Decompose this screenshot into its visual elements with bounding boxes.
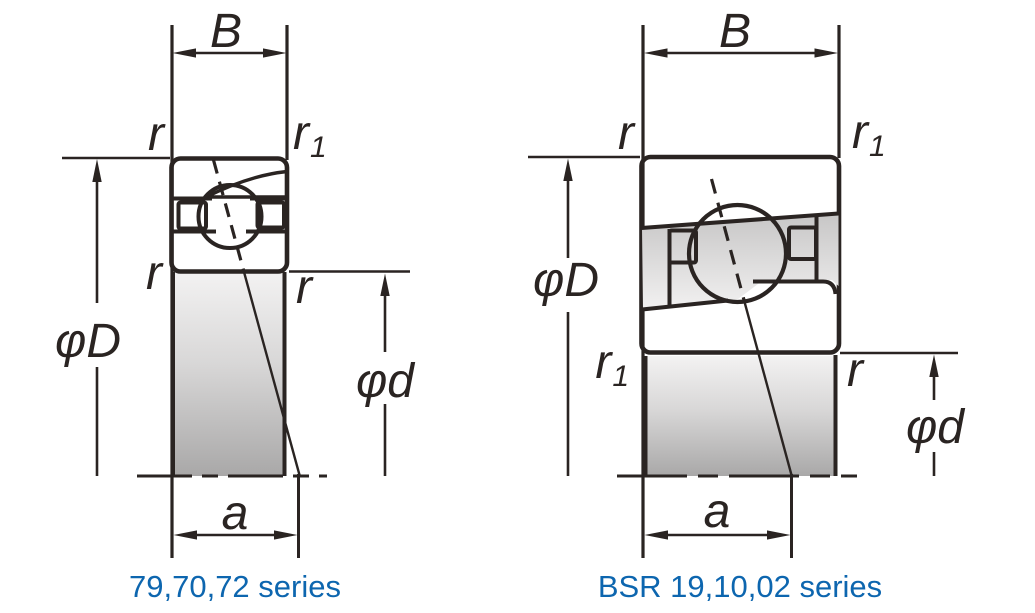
- bearing-cross-section: [639, 154, 842, 355]
- r1-subscript: 1: [869, 130, 886, 163]
- series-label-left: 79,70,72 series: [129, 569, 341, 604]
- label-r1-top-right: r1: [852, 106, 886, 163]
- arrowhead-left: [644, 48, 668, 58]
- label-r-top-left: r: [618, 107, 636, 160]
- cage-pocket-left: [176, 200, 208, 231]
- r1-base: r: [293, 107, 311, 160]
- dimension-phid: φd: [356, 273, 415, 476]
- arrowhead-left: [172, 48, 196, 58]
- label-r-bottom-left: r: [146, 247, 164, 300]
- bearing-ball: [196, 183, 264, 250]
- outer-ring-raceway-line: [641, 211, 839, 230]
- dimension-phid: φd: [906, 354, 965, 476]
- arrowhead-up: [929, 354, 939, 377]
- arrowhead-up: [563, 158, 573, 181]
- label-a: a: [704, 485, 731, 538]
- arrowhead-left: [173, 530, 197, 540]
- contact-angle-line-dashed: [709, 178, 746, 301]
- label-a: a: [222, 487, 249, 540]
- arrowhead-right: [263, 48, 287, 58]
- bearing-cross-section: [169, 156, 290, 274]
- r1-base: r: [595, 336, 613, 389]
- dimension-B: B: [172, 5, 287, 58]
- label-r1-bottom-left: r1: [595, 336, 629, 393]
- label-r-bottom-right: r: [847, 344, 865, 397]
- cage-pocket-right: [787, 225, 818, 261]
- label-phid: φd: [906, 401, 965, 454]
- arrowhead-left: [644, 530, 668, 540]
- label-r-bottom-right: r: [296, 261, 314, 314]
- label-phiD: φD: [55, 315, 121, 368]
- dimension-B: B: [644, 5, 838, 58]
- label-phid: φd: [356, 355, 415, 408]
- bearing-rings-body: [639, 154, 842, 355]
- shaft-shading: [646, 356, 835, 476]
- dimension-phiD: φD: [55, 159, 121, 476]
- bearing-rings-body: [169, 156, 290, 274]
- dimension-a: a: [644, 474, 793, 558]
- contact-angle-line-dashed: [211, 159, 246, 273]
- shaft-shading: [173, 272, 284, 476]
- r1-subscript: 1: [310, 131, 327, 164]
- shaft-section: [171, 272, 287, 476]
- series-label-right: BSR 19,10,02 series: [598, 569, 882, 604]
- inner-ring-raceway-line-right: [753, 279, 838, 295]
- r1-base: r: [852, 106, 870, 159]
- r1-subscript: 1: [612, 360, 629, 393]
- cage-pocket-left: [667, 228, 698, 265]
- arrowhead-up: [92, 159, 102, 182]
- dimension-a: a: [173, 474, 300, 558]
- arrowhead-right: [814, 48, 838, 58]
- label-r1-top-right: r1: [293, 107, 327, 164]
- outer-ring-counterbore-wedge: [204, 169, 289, 199]
- label-B: B: [210, 5, 242, 58]
- dimension-phiD: φD: [533, 158, 599, 476]
- label-phiD: φD: [533, 254, 599, 307]
- arrowhead-up: [380, 273, 390, 296]
- shaft-section: [643, 355, 838, 476]
- label-B: B: [719, 5, 751, 58]
- inner-ring-raceway-line-left: [641, 298, 729, 312]
- arrowhead-right: [767, 530, 791, 540]
- contact-angle-line-solid: [242, 271, 301, 476]
- figure-bsr-19-10-02-series: B φD φd a r r1 r1 r BSR 19,10,02: [528, 5, 965, 604]
- arrowhead-right: [274, 530, 298, 540]
- bearing-ball: [686, 202, 789, 305]
- contact-angle-line-solid: [742, 299, 793, 476]
- label-r-top-left: r: [148, 108, 166, 161]
- cage-pocket-right: [255, 200, 286, 230]
- figure-79-70-72-series: B φD φd a r r1 r r 79,70,72 seri: [55, 5, 415, 604]
